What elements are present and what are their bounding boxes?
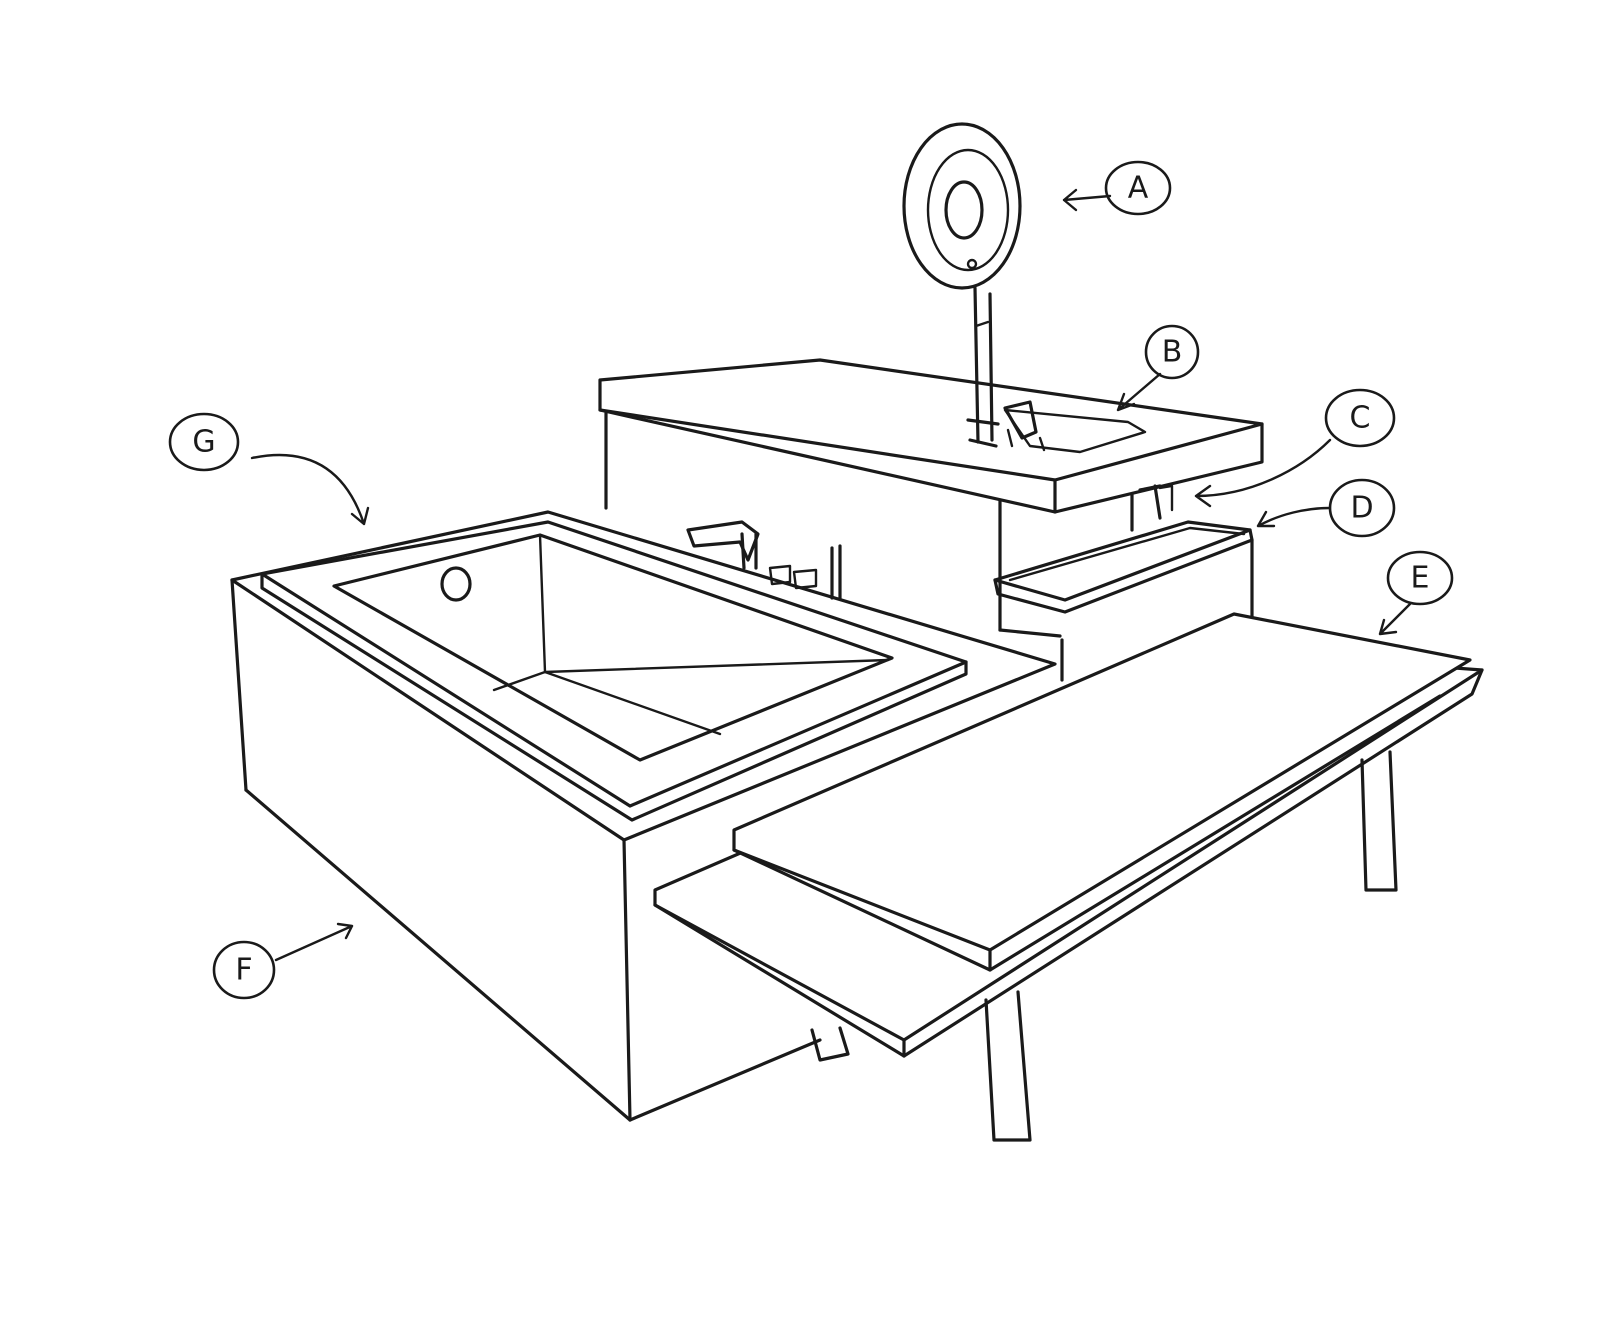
label-B: B <box>1162 335 1183 370</box>
round-mirror <box>902 122 1022 448</box>
label-G: G <box>192 425 215 460</box>
callout-B: B <box>1116 324 1200 412</box>
label-F: F <box>235 953 252 988</box>
wall-shelf <box>993 484 1254 652</box>
bench-table <box>653 612 1484 1142</box>
callout-C: C <box>1194 388 1396 508</box>
callout-G: G <box>168 412 370 526</box>
label-A: A <box>1128 171 1149 206</box>
bathtub <box>230 510 1057 1122</box>
rear-vanity-block <box>598 358 1264 682</box>
callout-A: A <box>1062 160 1172 216</box>
callout-D: D <box>1256 478 1396 538</box>
label-D: D <box>1350 491 1373 526</box>
callout-F: F <box>212 922 354 1000</box>
label-C: C <box>1350 401 1371 436</box>
label-E: E <box>1411 561 1430 596</box>
callout-E: E <box>1378 550 1454 636</box>
